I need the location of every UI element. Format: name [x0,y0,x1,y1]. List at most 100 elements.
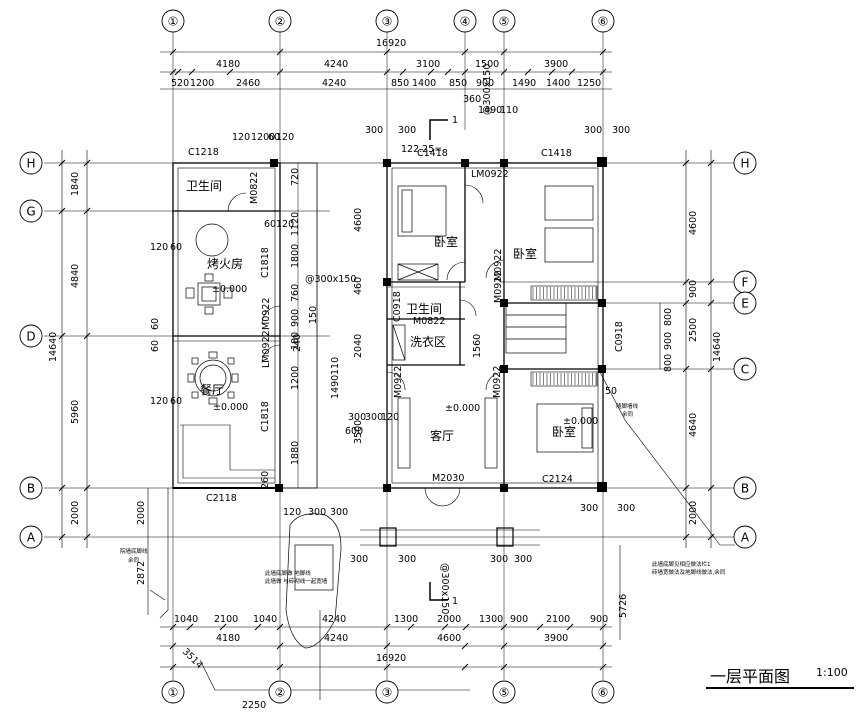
plan-label-21: ±0.000 [445,403,480,414]
room-bbq: 烤火房 [207,256,243,271]
structural-columns [270,157,607,492]
dim-right-5: 2000 [688,501,699,525]
walls [172,162,604,489]
axis-bubble-right-E-label: E [741,297,749,311]
plan-label-59: 300 [580,503,598,514]
plan-label-29: 300 [584,125,602,136]
dim-top-extra1: 360 [463,94,481,105]
dim-top-row1-0: 4180 [216,59,240,70]
axis-bubble-top-3: ③ [375,9,399,33]
dim-right-3: 2500 [688,318,699,342]
plan-label-26: @300x150 [482,64,493,115]
room-bedroom-3: 卧室 [552,424,576,439]
dim-top-row2-2: 2460 [236,78,260,89]
axis-bubble-left-D-label: D [26,330,35,344]
dim-bottom-row1-3: 4240 [322,614,346,625]
dim-bottom-row1-5: 2000 [437,614,461,625]
plan-label-50: 240 [292,334,303,352]
axis-bubble-right-A-label: A [741,531,750,545]
plan-label-7: C0918 [392,291,403,322]
note-wall-5-same: 余同 [622,410,634,418]
plan-label-12: M0922 [493,249,504,281]
dim-bottom-row1-6: 1300 [479,614,503,625]
section-mark-top: 1 [452,115,458,126]
dim-top-row2-5: 1400 [412,78,436,89]
dim-top-row2-8: 1490 [512,78,536,89]
plan-label-42: 1880 [290,441,301,465]
plan-label-49: 1560 [472,334,483,358]
dim-left-2: 4840 [70,264,81,288]
drawing-title-name: 一层平面图 [710,667,791,686]
plan-label-69: 60 [150,318,161,330]
axis-bubble-left-G: G [19,199,43,223]
dim-bottom-row2-3: 3900 [544,633,568,644]
plan-label-74: 50 [605,386,617,397]
dim-top-row2-6: 850 [449,78,467,89]
plan-label-4: C2124 [542,474,573,485]
axis-bubble-right-E: E [733,291,757,315]
axis-bubble-left-A: A [19,525,43,549]
axis-bubble-left-D: D [19,324,43,348]
dim-right-2: 900 [688,280,699,298]
door-swings [227,184,505,507]
dim-top-total: 16920 [376,38,406,49]
plan-label-44: 460 [353,277,364,295]
plan-label-71: 60 [264,219,276,230]
drawing-title-scale: 1:100 [816,666,848,679]
axis-bubble-top-4: ④ [453,9,477,33]
plan-label-67: 120 [150,396,168,407]
plan-label-25: @300x150 [439,563,450,614]
plan-label-39: 900 [290,309,301,327]
axis-bubble-bottom-5: ⑤ [492,680,516,704]
plan-label-5: C1818 [260,247,271,278]
dim-left-extra: 2000 [136,501,147,525]
plan-label-58: 300 [330,507,348,518]
dim-left-4: 2000 [70,501,81,525]
plan-label-73: 150 [308,306,319,324]
dim-left-1: 1840 [70,172,81,196]
dim-top-extra2: 1490 [478,105,502,116]
axis-bubble-top-1-label: ① [168,15,179,29]
dim-top-row2-7: 900 [476,78,494,89]
dim-right-4: 4640 [688,413,699,437]
axis-bubble-bottom-1: ① [161,680,185,704]
plan-label-40: 180 [290,332,301,350]
note-wall-4: 砖墙宽做法及地脚线做法,余同 [652,568,726,576]
dim-top-row2-1: 1200 [190,78,214,89]
dim-bottom-row1-0: 1040 [174,614,198,625]
plan-label-36: 1120 [290,212,301,236]
plan-label-0: C1218 [188,147,219,158]
dim-top-row1-4: 3900 [544,59,568,70]
axis-bubble-left-B: B [19,476,43,500]
plan-label-35: 720 [290,168,301,186]
plan-label-62: 300 [398,554,416,565]
plan-label-22: ±0.000 [563,416,598,427]
plan-label-30: 300 [612,125,630,136]
room-living: 客厅 [430,428,454,443]
plan-label-6: C1818 [260,401,271,432]
dim-left-extra2: 2872 [136,561,147,585]
plan-label-18: M2030 [432,473,464,484]
dim-bottom-row1-2: 1040 [253,614,277,625]
axis-bubble-bottom-5-label: ⑤ [499,686,510,700]
plan-label-8: C0918 [614,321,625,352]
plan-label-16: LM0922 [471,169,509,180]
note-wall-1: 此墙底脚做 地脚线 [265,569,311,577]
plan-label-15: M0922 [493,271,504,303]
plan-label-32: 1200 [251,132,275,143]
axis-bubble-top-5: ⑤ [492,9,516,33]
section-mark-bottom: 1 [452,596,458,607]
room-bathroom-left: 卫生间 [186,179,222,193]
axis-bubble-bottom-1-label: ① [168,686,179,700]
plan-label-57: 300 [308,507,326,518]
plan-label-20: ±0.000 [213,402,248,413]
dim-bottom-extra: 2250 [242,700,266,711]
plan-label-56: 120 [283,507,301,518]
axis-bubble-right-B-label: B [741,482,749,496]
plan-label-61: 300 [350,554,368,565]
dim-top-row2-0: 520 [171,78,189,89]
dim-right-extra: 5726 [618,594,629,618]
plan-label-52: 600 [345,426,363,437]
